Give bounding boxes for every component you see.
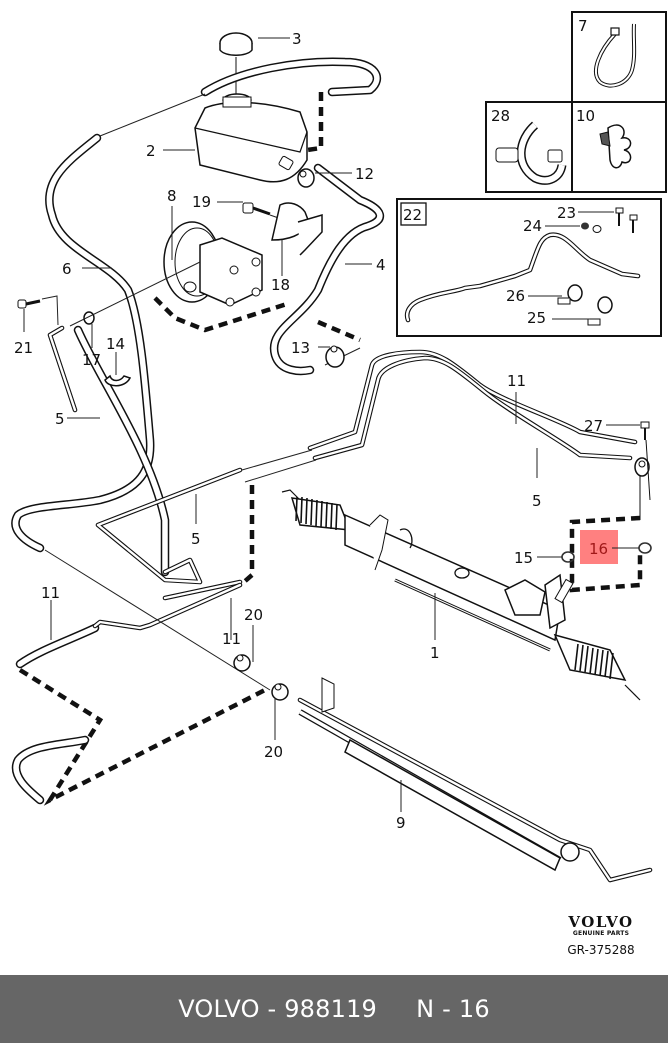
callout-14[interactable]: 14 <box>106 335 125 353</box>
callout-1[interactable]: 1 <box>430 644 440 662</box>
inset-box-7 <box>571 11 667 103</box>
inset-box-10 <box>571 101 667 193</box>
callout-20a[interactable]: 20 <box>244 606 263 624</box>
callout-25[interactable]: 25 <box>527 309 546 327</box>
fitting-icon <box>634 457 650 477</box>
bolt-icon <box>615 207 638 233</box>
clamp-icon <box>557 284 613 326</box>
callout-11b[interactable]: 11 <box>41 584 60 602</box>
hose-clamp-icon <box>233 654 251 672</box>
callout-8[interactable]: 8 <box>167 187 177 205</box>
callout-9[interactable]: 9 <box>396 814 406 832</box>
callout-17[interactable]: 17 <box>82 351 101 369</box>
callout-labels: 1 2 3 4 5 5 5 6 7 8 9 10 11 11 11 12 13 … <box>14 17 608 832</box>
brand-block: VOLVO GENUINE PARTS GR-375288 <box>556 914 646 957</box>
callout-21[interactable]: 21 <box>14 339 33 357</box>
footer-part-number: VOLVO - 988119 N - 16 <box>178 995 490 1023</box>
highlight-16 <box>580 530 618 564</box>
callout-20b[interactable]: 20 <box>264 743 283 761</box>
o-ring-icon <box>561 551 575 563</box>
callout-26[interactable]: 26 <box>506 287 525 305</box>
holder-icon <box>495 121 567 185</box>
bracket-icon <box>271 202 323 256</box>
callout-13[interactable]: 13 <box>291 339 310 357</box>
footer-bar: VOLVO - 988119 N - 16 <box>0 975 668 1043</box>
callout-6[interactable]: 6 <box>62 260 72 278</box>
volvo-logo: VOLVO <box>568 913 634 931</box>
callout-19[interactable]: 19 <box>192 193 211 211</box>
bolt-icon <box>242 202 271 216</box>
bolt-icon <box>640 421 650 440</box>
callout-23[interactable]: 23 <box>557 204 576 222</box>
cable-tie-icon <box>594 23 637 88</box>
callout-28[interactable]: 28 <box>491 107 510 125</box>
bolt-icon <box>17 299 41 309</box>
fluid-reservoir-icon <box>194 93 308 183</box>
callout-3[interactable]: 3 <box>292 30 302 48</box>
o-ring-icon <box>638 542 652 554</box>
callout-5b[interactable]: 5 <box>191 530 201 548</box>
callout-10[interactable]: 10 <box>576 107 595 125</box>
steering-gear-icon <box>281 489 641 701</box>
callout-5c[interactable]: 5 <box>532 492 542 510</box>
callout-11c[interactable]: 11 <box>222 630 241 648</box>
callout-15[interactable]: 15 <box>514 549 533 567</box>
callout-11a[interactable]: 11 <box>507 372 526 390</box>
hose-clamp-icon <box>278 155 315 188</box>
drawing-code: GR-375288 <box>567 943 635 957</box>
callout-18[interactable]: 18 <box>271 276 290 294</box>
callout-12[interactable]: 12 <box>355 165 374 183</box>
power-steering-pump-icon <box>163 221 263 307</box>
callout-2[interactable]: 2 <box>146 142 156 160</box>
genuine-parts-label: GENUINE PARTS <box>572 930 630 937</box>
hose-clamp-icon <box>271 683 289 701</box>
inset-box-22 <box>396 198 662 337</box>
reservoir-cap-icon <box>219 32 253 100</box>
cooler-pipe-icon <box>297 677 653 883</box>
callout-7[interactable]: 7 <box>578 17 588 35</box>
callout-5a[interactable]: 5 <box>55 410 65 428</box>
hose-clamp-icon <box>325 345 345 368</box>
clip-icon <box>104 374 132 387</box>
callout-16[interactable]: 16 <box>589 540 608 558</box>
o-ring-icon <box>83 311 95 325</box>
callout-24[interactable]: 24 <box>523 217 542 235</box>
callout-4[interactable]: 4 <box>376 256 386 274</box>
callout-22[interactable]: 22 <box>403 206 422 224</box>
pipe-clip-icon <box>599 124 632 169</box>
callout-27[interactable]: 27 <box>584 417 603 435</box>
inset-box-28 <box>485 101 573 193</box>
nut-icon <box>581 222 602 233</box>
parts-diagram: 1 2 3 4 5 5 5 6 7 8 9 10 11 11 11 12 13 … <box>11 11 667 883</box>
